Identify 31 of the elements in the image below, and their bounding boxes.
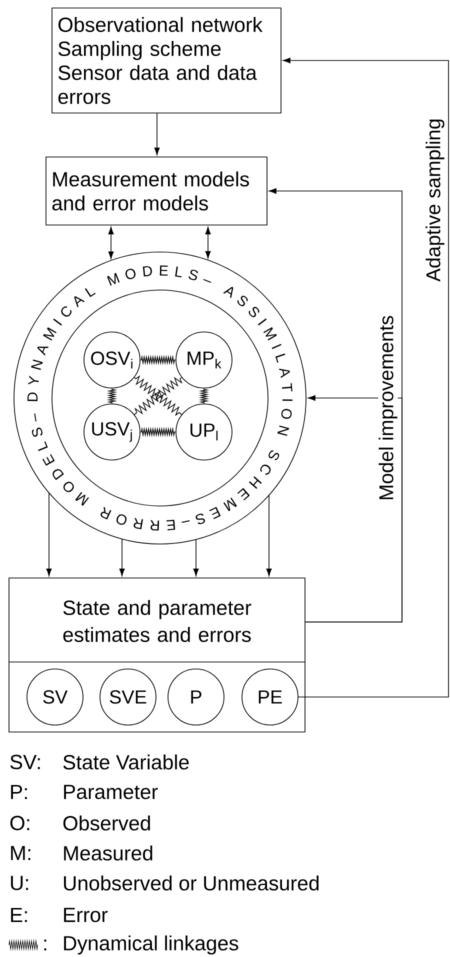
arrow	[205, 226, 211, 259]
abbreviation: E:	[11, 908, 27, 922]
colon: :	[44, 940, 46, 950]
abbreviation: O:	[10, 816, 30, 830]
abbreviation: P:	[11, 784, 27, 800]
definition: Measured	[64, 845, 152, 861]
definition: Parameter	[64, 784, 158, 800]
spring-line	[106, 388, 118, 404]
legend-text: Dynamical linkages	[64, 935, 238, 955]
arrow	[46, 492, 52, 576]
info-box: Observational network Sampling scheme Sensor data and data errors	[52, 8, 282, 114]
abbreviation: U:	[10, 876, 28, 890]
arrow	[282, 58, 449, 698]
arrow	[154, 113, 160, 156]
arrow	[108, 226, 114, 260]
abbreviation: M:	[11, 846, 30, 860]
spring-line	[140, 426, 176, 438]
arrow	[266, 494, 272, 576]
spring-line	[140, 354, 176, 366]
arrow	[305, 395, 402, 622]
abbreviation: SV:	[10, 754, 40, 770]
model-box: Measurement models and error models	[46, 156, 268, 226]
spring-line	[198, 388, 210, 404]
edge-label: Adaptive sampling	[425, 118, 445, 282]
definition: Unobserved or Unmeasured	[64, 875, 319, 891]
arrow	[193, 539, 199, 576]
definition: Error	[64, 908, 108, 922]
edge-label: Model improvements	[378, 314, 398, 502]
definition: State Variable	[63, 754, 189, 770]
arrow	[119, 538, 125, 576]
definition: Observed	[63, 815, 150, 831]
